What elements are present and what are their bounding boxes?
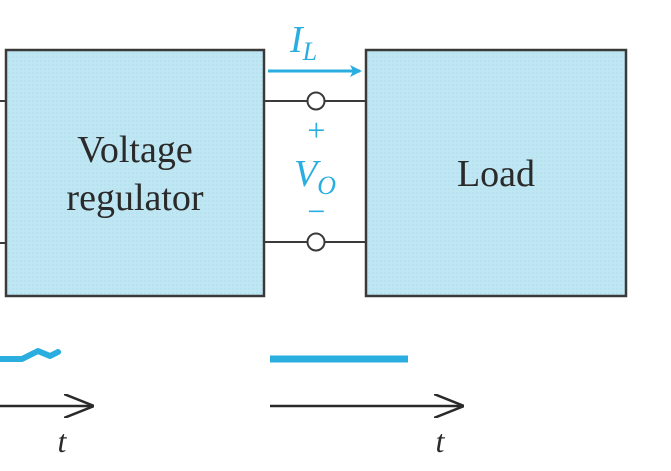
regulator-label-line1: Voltage bbox=[77, 129, 192, 171]
load-current-subscript: L bbox=[302, 37, 317, 66]
output-terminal-bottom bbox=[306, 232, 326, 252]
output-voltage-label: VO bbox=[294, 153, 336, 200]
input-time-axis-label: t bbox=[58, 423, 68, 459]
output-terminal-top bbox=[306, 91, 326, 111]
output-voltage-symbol: V bbox=[294, 153, 321, 195]
voltage-regulator-block: Voltage regulator bbox=[4, 48, 266, 298]
load-current-symbol: I bbox=[289, 19, 305, 61]
load-current-label: IL bbox=[289, 19, 317, 66]
regulator-label-line2: regulator bbox=[66, 177, 204, 219]
load-label: Load bbox=[457, 153, 535, 195]
output-voltage-plus: + bbox=[305, 112, 327, 148]
load-block: Load bbox=[364, 48, 628, 298]
output-voltage-minus: − bbox=[305, 193, 327, 229]
input-waveform bbox=[0, 348, 61, 362]
output-time-axis-label: t bbox=[436, 423, 446, 459]
output-voltage-subscript: O bbox=[317, 171, 336, 200]
